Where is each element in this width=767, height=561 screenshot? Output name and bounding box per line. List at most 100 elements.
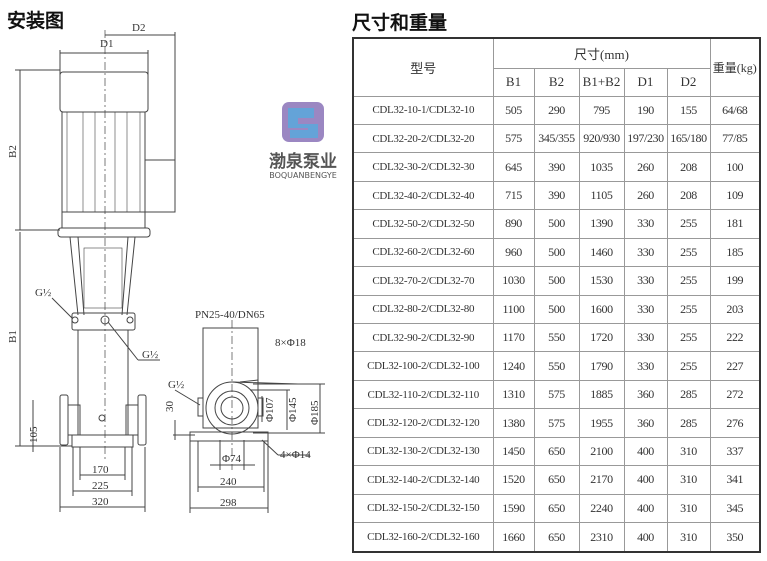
dimension-cell: 310 xyxy=(666,522,711,553)
weight-cell: 222 xyxy=(709,322,761,353)
dimension-cell: 1035 xyxy=(578,152,625,182)
weight-cell: 181 xyxy=(709,209,761,239)
logo-icon xyxy=(282,102,324,142)
dimension-cell: 2240 xyxy=(578,493,625,524)
dimension-cell: 500 xyxy=(533,294,580,325)
weight-cell: 276 xyxy=(709,408,761,438)
dimension-cell: 390 xyxy=(533,152,580,182)
dimension-cell: 1240 xyxy=(492,351,535,381)
dim-phi107: Φ107 xyxy=(264,397,276,422)
d2-label: D2 xyxy=(132,22,145,34)
dimension-cell: 260 xyxy=(623,180,668,211)
dim-170: 170 xyxy=(92,464,109,476)
model-cell: CDL32-140-2/CDL32-140 xyxy=(352,465,494,495)
dimension-cell: 330 xyxy=(623,294,668,325)
dimension-cell: 890 xyxy=(492,209,535,239)
dimension-cell: 1590 xyxy=(492,493,535,524)
dimension-cell: 400 xyxy=(623,436,668,467)
dimension-cell: 1720 xyxy=(578,322,625,353)
dimension-cell: 960 xyxy=(492,237,535,268)
dimension-cell: 330 xyxy=(623,351,668,381)
dimension-cell: 715 xyxy=(492,180,535,211)
dim-298: 298 xyxy=(220,497,237,509)
model-cell: CDL32-70-2/CDL32-70 xyxy=(352,266,494,296)
weight-cell: 199 xyxy=(709,266,761,296)
col-header-d1: D1 xyxy=(623,67,668,97)
dimension-cell: 2310 xyxy=(578,522,625,553)
g-half-label: G½ xyxy=(168,379,184,391)
weight-cell: 77/85 xyxy=(709,123,761,154)
col-header-b1-plus-b2: B1+B2 xyxy=(578,67,625,97)
dimension-cell: 1100 xyxy=(492,294,535,325)
model-cell: CDL32-20-2/CDL32-20 xyxy=(352,123,494,154)
model-cell: CDL32-10-1/CDL32-10 xyxy=(352,95,494,125)
dimension-cell: 575 xyxy=(533,408,580,438)
dimension-cell: 1660 xyxy=(492,522,535,553)
model-cell: CDL32-40-2/CDL32-40 xyxy=(352,180,494,211)
model-cell: CDL32-130-2/CDL32-130 xyxy=(352,436,494,467)
dimension-cell: 285 xyxy=(666,408,711,438)
foot-holes-label: 4×Φ14 xyxy=(280,449,311,461)
b1-label: B1 xyxy=(7,330,19,343)
dimension-cell: 1885 xyxy=(578,379,625,410)
weight-cell: 100 xyxy=(709,152,761,182)
dimension-cell: 920/930 xyxy=(578,123,625,154)
dimension-cell: 165/180 xyxy=(666,123,711,154)
dimension-cell: 208 xyxy=(666,152,711,182)
dimensions-header: 尺寸(mm) xyxy=(492,37,711,69)
weight-cell: 109 xyxy=(709,180,761,211)
dimension-cell: 650 xyxy=(533,522,580,553)
dimension-cell: 505 xyxy=(492,95,535,125)
dim-225: 225 xyxy=(92,480,109,492)
weight-header: 重量(kg) xyxy=(709,37,761,97)
dimension-cell: 197/230 xyxy=(623,123,668,154)
dimension-cell: 550 xyxy=(533,351,580,381)
dimension-cell: 550 xyxy=(533,322,580,353)
dimension-cell: 2170 xyxy=(578,465,625,495)
watermark-logo: 渤泉泵业 BOQUANBENGYE xyxy=(258,100,348,180)
g-half-label: G½ xyxy=(35,287,51,299)
dimension-cell: 255 xyxy=(666,266,711,296)
flange-spec-label: PN25-40/DN65 xyxy=(195,309,265,321)
dimension-cell: 1170 xyxy=(492,322,535,353)
dimension-cell: 260 xyxy=(623,152,668,182)
dimension-cell: 190 xyxy=(623,95,668,125)
weight-cell: 272 xyxy=(709,379,761,410)
dimension-cell: 360 xyxy=(623,408,668,438)
model-cell: CDL32-30-2/CDL32-30 xyxy=(352,152,494,182)
dimension-cell: 500 xyxy=(533,237,580,268)
dimension-cell: 650 xyxy=(533,436,580,467)
dimension-cell: 255 xyxy=(666,294,711,325)
dimension-cell: 330 xyxy=(623,237,668,268)
d1-label: D1 xyxy=(100,38,113,50)
b2-label: B2 xyxy=(7,145,19,158)
model-cell: CDL32-50-2/CDL32-50 xyxy=(352,209,494,239)
dimension-cell: 2100 xyxy=(578,436,625,467)
dim-240: 240 xyxy=(220,476,237,488)
model-cell: CDL32-150-2/CDL32-150 xyxy=(352,493,494,524)
col-header-b1: B1 xyxy=(492,67,535,97)
dimension-cell: 330 xyxy=(623,266,668,296)
weight-cell: 350 xyxy=(709,522,761,553)
dimension-cell: 500 xyxy=(533,209,580,239)
model-cell: CDL32-80-2/CDL32-80 xyxy=(352,294,494,325)
dim-105: 105 xyxy=(28,426,40,443)
dim-320: 320 xyxy=(92,496,109,508)
bolt-holes-label: 8×Φ18 xyxy=(275,337,306,349)
dimension-cell: 330 xyxy=(623,322,668,353)
dimension-cell: 650 xyxy=(533,465,580,495)
dimension-cell: 1460 xyxy=(578,237,625,268)
dimension-cell: 400 xyxy=(623,465,668,495)
